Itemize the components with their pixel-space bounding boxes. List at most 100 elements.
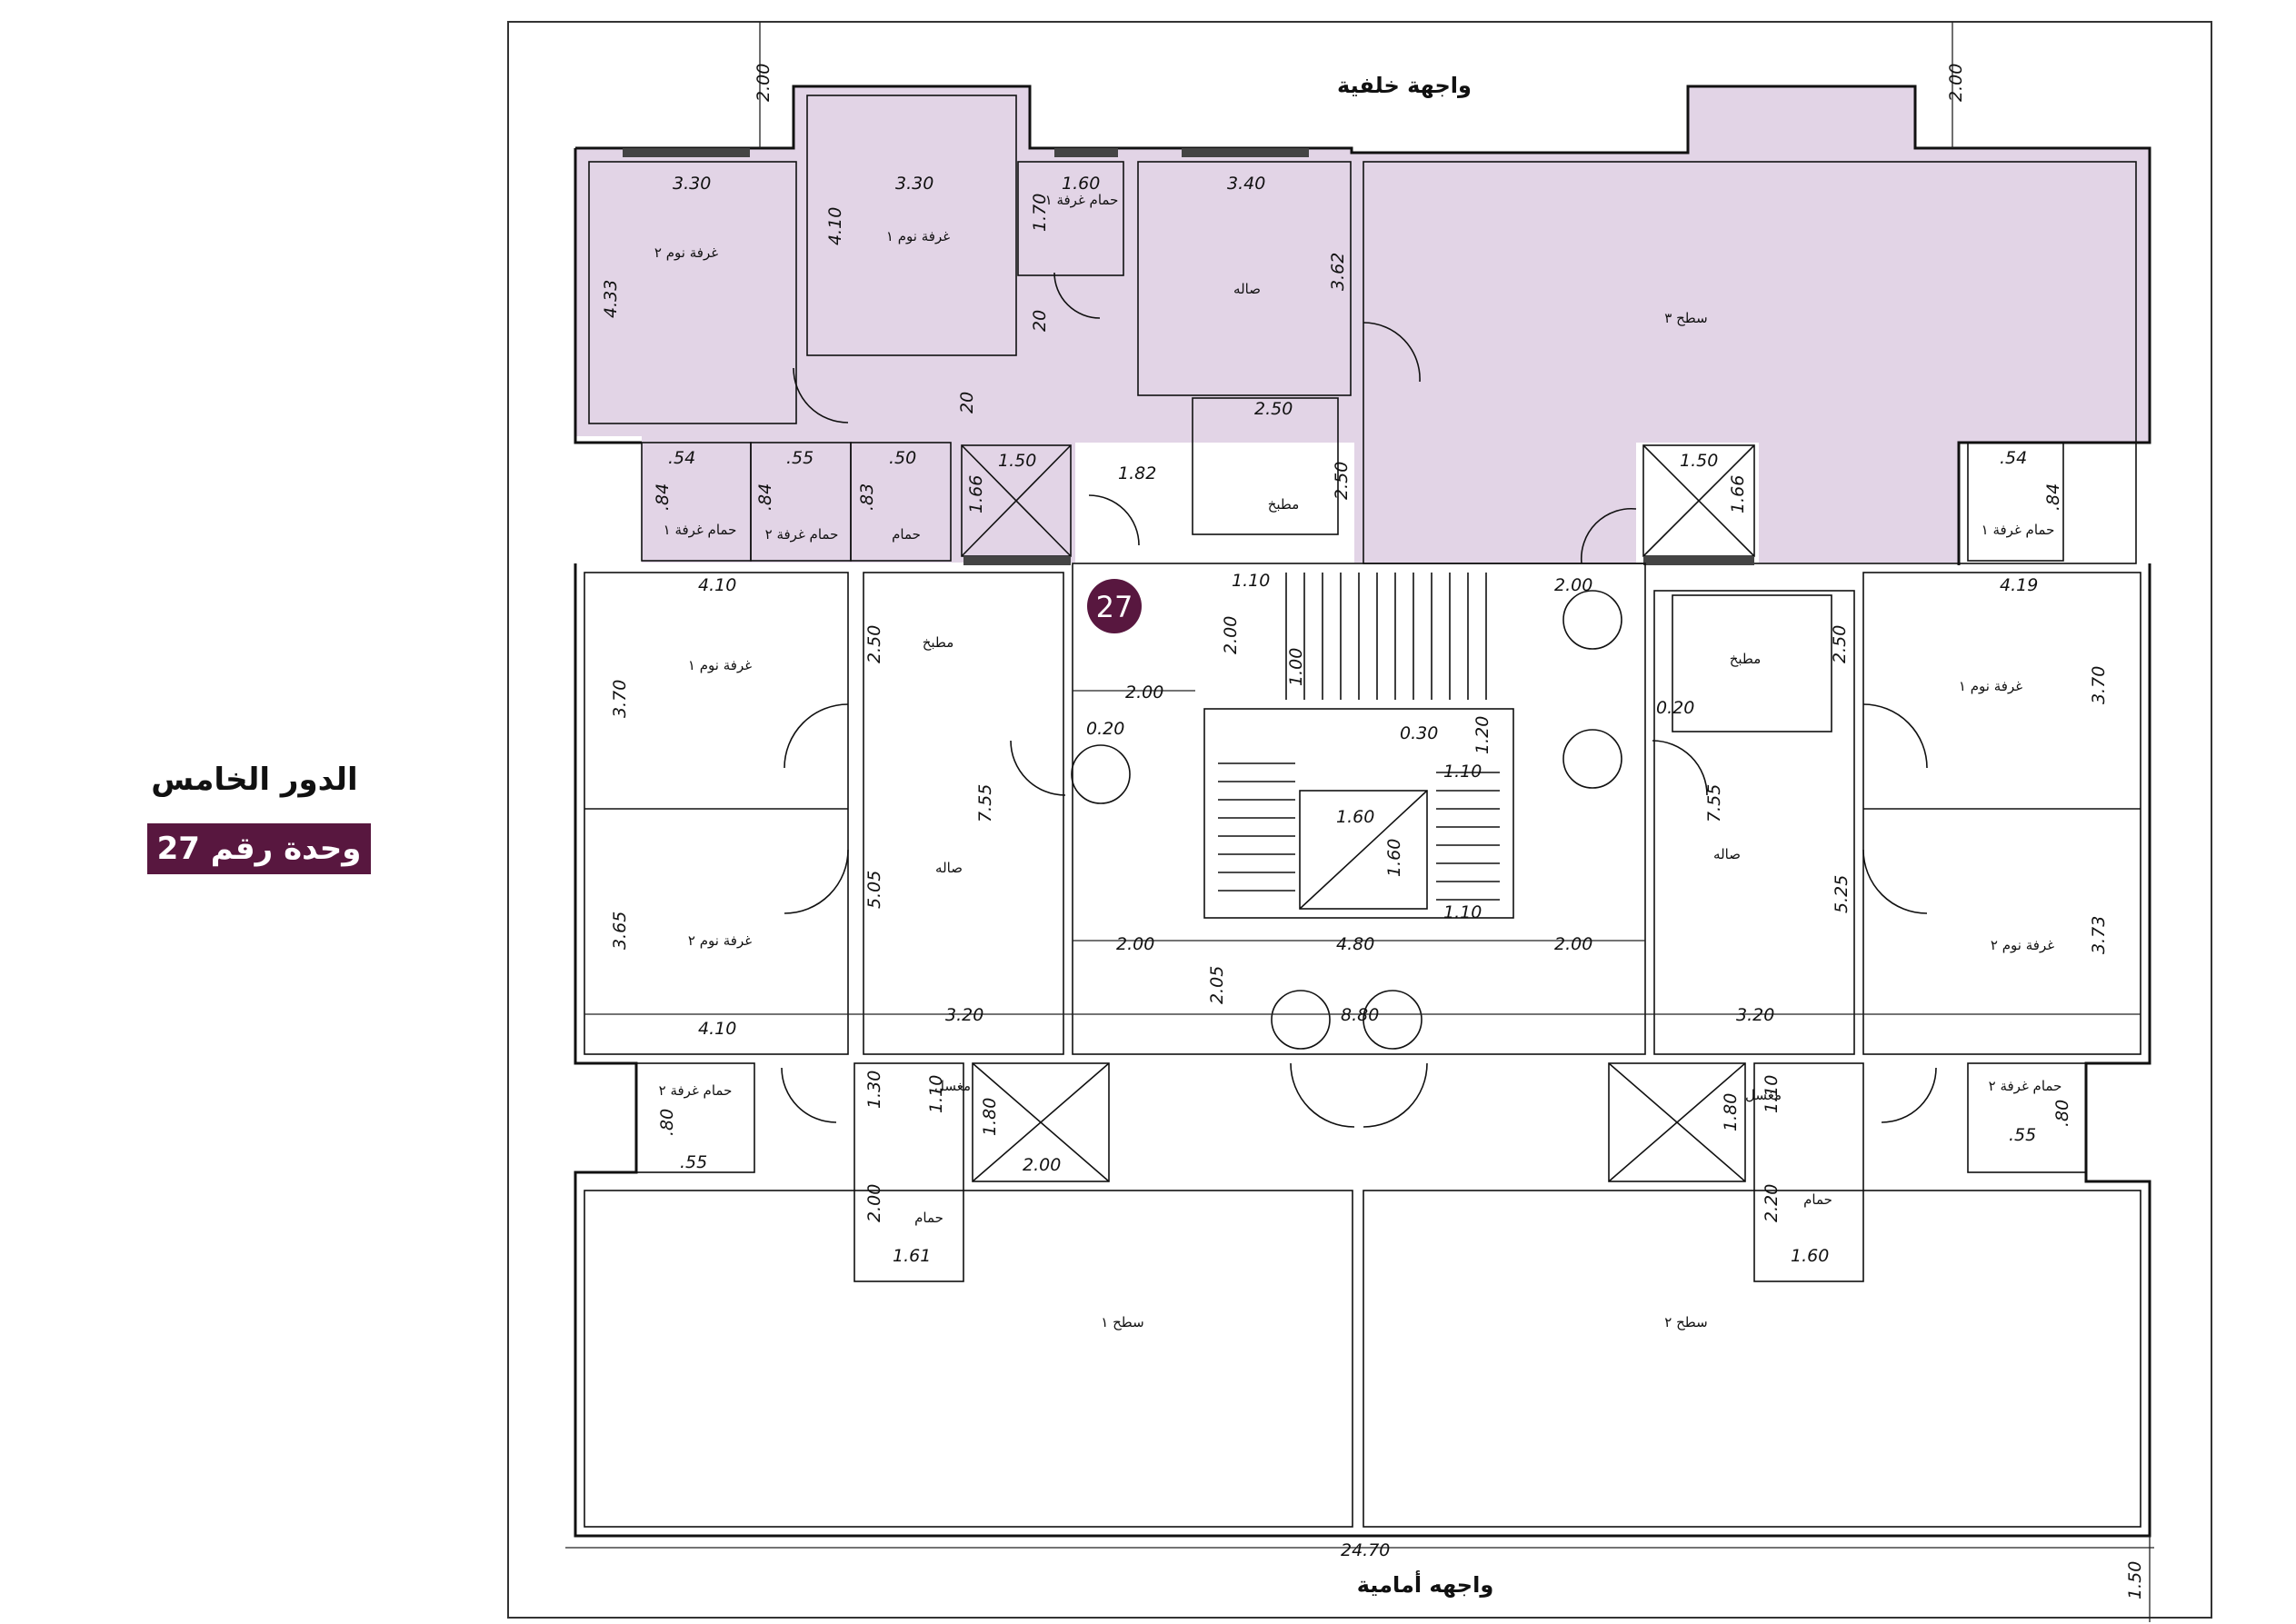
svg-text:حمام غرفة ٢: حمام غرفة ٢	[1989, 1078, 2062, 1094]
svg-text:3.40: 3.40	[1227, 174, 1265, 194]
svg-text:3.20: 3.20	[945, 1005, 983, 1025]
svg-text:5.25: 5.25	[1832, 875, 1852, 913]
staircase	[1203, 573, 1514, 919]
svg-text:سطح ٢: سطح ٢	[1664, 1314, 1707, 1330]
svg-text:1.80: 1.80	[1721, 1093, 1741, 1131]
svg-text:3.70: 3.70	[2089, 666, 2109, 704]
svg-text:.80: .80	[657, 1109, 677, 1136]
svg-text:غرفة نوم ٢: غرفة نوم ٢	[1991, 937, 2054, 953]
svg-text:مغسل: مغسل	[1745, 1087, 1782, 1103]
drawing-frame	[507, 21, 2212, 1619]
svg-text:1.20: 1.20	[1472, 716, 1492, 754]
svg-text:1.60: 1.60	[1791, 1246, 1829, 1266]
svg-text:1.66: 1.66	[1728, 475, 1748, 513]
svg-text:24.70: 24.70	[1341, 1540, 1390, 1560]
svg-text:20: 20	[1030, 310, 1050, 332]
svg-text:2.05: 2.05	[1207, 966, 1227, 1004]
svg-text:1.60: 1.60	[1062, 174, 1100, 194]
svg-text:2.00: 2.00	[1023, 1155, 1061, 1175]
svg-text:0.30: 0.30	[1400, 723, 1438, 743]
svg-text:3.30: 3.30	[673, 174, 711, 194]
svg-text:1.60: 1.60	[1336, 807, 1374, 827]
svg-text:.83: .83	[857, 483, 877, 511]
svg-text:.84: .84	[653, 483, 673, 511]
room-kitchen-right	[1672, 594, 1832, 732]
svg-text:1.50: 1.50	[1680, 451, 1718, 471]
svg-text:4.19: 4.19	[2000, 575, 2038, 595]
svg-text:1.50: 1.50	[2125, 1561, 2145, 1599]
svg-text:4.10: 4.10	[698, 1019, 736, 1039]
svg-text:3.70: 3.70	[610, 680, 630, 718]
svg-text:.80: .80	[2052, 1100, 2072, 1127]
svg-text:.55: .55	[786, 448, 814, 468]
svg-text:مطبخ: مطبخ	[1730, 651, 1762, 667]
svg-text:غرفة نوم ٢: غرفة نوم ٢	[654, 244, 718, 261]
rear-facade-label: واجهة خلفية	[1337, 73, 1472, 98]
svg-text:7.55: 7.55	[1704, 784, 1724, 822]
room-bath-left	[854, 1062, 964, 1282]
svg-text:2.20: 2.20	[1762, 1184, 1782, 1222]
svg-text:مطبخ: مطبخ	[1268, 496, 1300, 513]
room-roof2	[1363, 1190, 2141, 1528]
svg-text:2.00: 2.00	[864, 1184, 884, 1222]
svg-text:.54: .54	[668, 448, 695, 468]
svg-text:2.00: 2.00	[1554, 575, 1592, 595]
svg-text:سطح ١: سطح ١	[1101, 1314, 1143, 1330]
svg-text:2.50: 2.50	[1332, 462, 1352, 500]
room-hall-right	[1653, 590, 1855, 1055]
unit-badge: وحدة رقم 27	[147, 823, 371, 874]
room-bath-small-3	[850, 442, 952, 562]
front-facade-label: واجهه أمامية	[1357, 1570, 1494, 1598]
svg-text:.55: .55	[680, 1152, 707, 1172]
right-bedrooms	[1862, 572, 2141, 1055]
svg-text:2.00: 2.00	[754, 64, 774, 102]
room-bed1-top	[806, 95, 1017, 356]
svg-text:حمام غرفة ٢: حمام غرفة ٢	[659, 1082, 733, 1099]
svg-text:4.33: 4.33	[601, 280, 621, 318]
svg-text:حمام غرفة ١: حمام غرفة ١	[664, 522, 737, 538]
svg-text:2.50: 2.50	[864, 625, 884, 663]
svg-text:2.00: 2.00	[1125, 682, 1163, 702]
svg-text:.50: .50	[889, 448, 916, 468]
svg-text:1.82: 1.82	[1118, 463, 1156, 483]
svg-text:صاله: صاله	[935, 860, 963, 876]
svg-text:حمام: حمام	[1803, 1191, 1832, 1208]
elevator-bottom-left	[972, 1062, 1110, 1182]
svg-text:3.20: 3.20	[1736, 1005, 1774, 1025]
unit-marker	[1087, 579, 1142, 633]
room-bath-left-bottom	[635, 1062, 755, 1173]
unit-27-highlight-baths	[642, 436, 1075, 563]
svg-text:3.65: 3.65	[610, 912, 630, 950]
svg-text:4.10: 4.10	[825, 207, 845, 245]
svg-text:1.10: 1.10	[1443, 902, 1482, 922]
svg-text:1.00: 1.00	[1286, 648, 1306, 686]
room-bath-right	[1753, 1062, 1864, 1282]
svg-text:1.10: 1.10	[926, 1075, 946, 1113]
svg-text:غرفة نوم ١: غرفة نوم ١	[688, 657, 752, 673]
svg-text:3.73: 3.73	[2089, 916, 2109, 954]
svg-text:2.00: 2.00	[1116, 934, 1154, 954]
svg-text:غرفة نوم ١: غرفة نوم ١	[1959, 678, 2022, 694]
room-bed2-top	[588, 161, 797, 424]
svg-text:سطح ٣: سطح ٣	[1664, 310, 1707, 326]
svg-text:.84: .84	[2043, 483, 2063, 511]
svg-text:1.66: 1.66	[966, 475, 986, 513]
svg-text:1.10: 1.10	[1762, 1075, 1782, 1113]
svg-text:.84: .84	[755, 483, 775, 511]
svg-text:صاله: صاله	[1233, 281, 1261, 297]
room-hall-left	[863, 572, 1064, 1055]
room-bath-right-bottom	[1967, 1062, 2087, 1173]
svg-text:حمام غرفة ١: حمام غرفة ١	[1045, 192, 1119, 208]
svg-text:غرفة نوم ١: غرفة نوم ١	[886, 228, 950, 244]
svg-text:3.30: 3.30	[895, 174, 933, 194]
svg-text:حمام غرفة ٢: حمام غرفة ٢	[765, 526, 839, 543]
dimension-labels: 2.00 2.00 3.30 3.30 1.60 3.40 4.10 1.70 …	[601, 64, 2145, 1599]
svg-text:20: 20	[957, 392, 977, 413]
svg-text:5.05: 5.05	[864, 871, 884, 909]
svg-text:حمام: حمام	[914, 1210, 943, 1226]
svg-text:1.70: 1.70	[1030, 194, 1050, 232]
svg-text:7.55: 7.55	[975, 784, 995, 822]
svg-text:.55: .55	[2009, 1125, 2036, 1145]
room-labels: غرفة نوم ٢ غرفة نوم ١ حمام غرفة ١ صاله س…	[654, 192, 2061, 1330]
